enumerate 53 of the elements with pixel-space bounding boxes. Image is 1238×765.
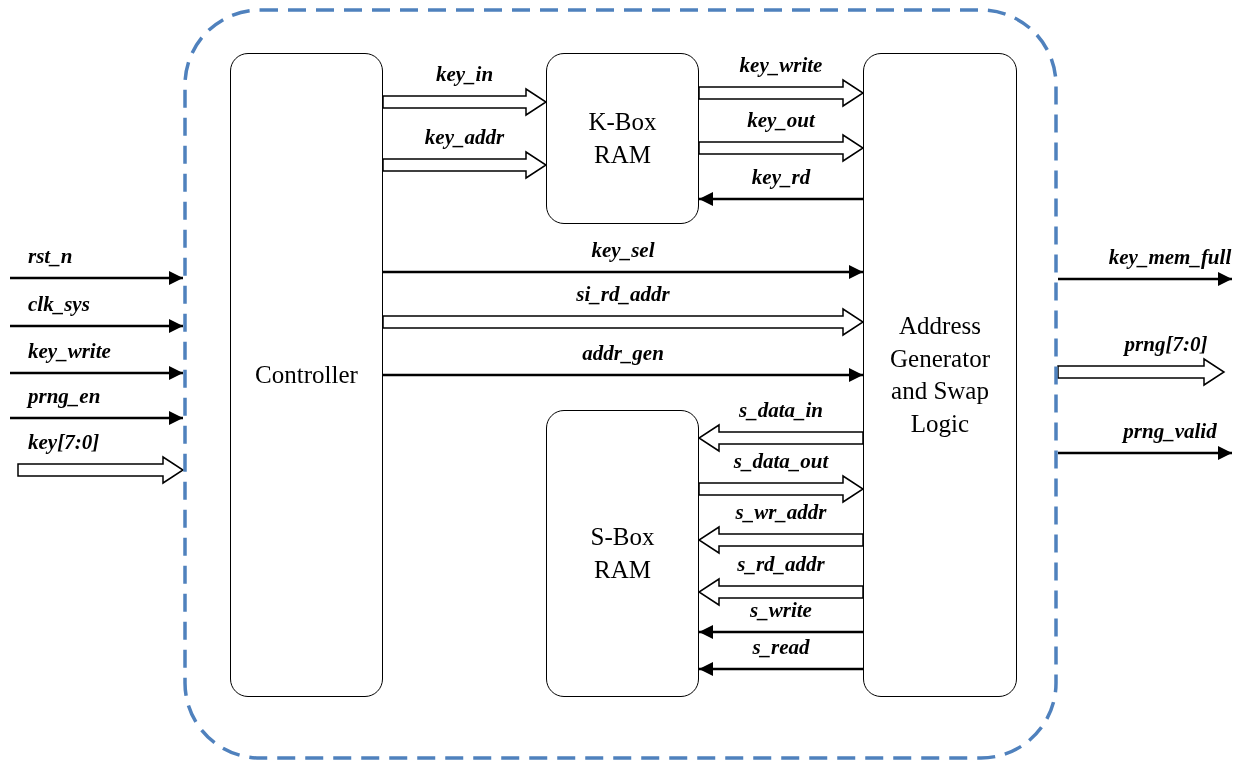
signal-label: s_write [750, 600, 812, 621]
arrow [10, 411, 183, 425]
block-label: K-Box RAM [587, 107, 658, 170]
arrow [383, 265, 863, 279]
bus-arrow [698, 133, 865, 163]
bus-arrow [1057, 357, 1226, 387]
arrow [10, 271, 183, 285]
arrow [699, 625, 863, 639]
arrow [1058, 272, 1232, 286]
signal-label: key_sel [591, 240, 655, 261]
bus-arrow [382, 150, 548, 180]
bus-arrow [697, 577, 864, 607]
bus-arrow [698, 474, 865, 504]
arrow [699, 192, 863, 206]
arrow [383, 368, 863, 382]
bus-arrow [698, 78, 865, 108]
signal-label: prng_valid [1123, 421, 1217, 442]
signal-label: clk_sys [28, 294, 90, 315]
signal-label: key_out [747, 110, 815, 131]
signal-label: prng_en [28, 386, 101, 407]
bus-arrow [697, 423, 864, 453]
signal-label: key[7:0] [28, 432, 100, 453]
signal-label: s_read [752, 637, 810, 658]
signal-label: key_write [739, 55, 823, 76]
signal-label: prng[7:0] [1124, 334, 1208, 355]
signal-label: key_in [435, 64, 494, 85]
signal-label: addr_gen [582, 343, 664, 364]
signal-label: key_rd [751, 167, 811, 188]
arrow [1058, 446, 1232, 460]
block-label: Controller [255, 359, 358, 390]
block-box [863, 53, 1017, 697]
signal-label: s_wr_addr [735, 502, 827, 523]
bus-arrow [382, 307, 865, 337]
signal-label: si_rd_addr [576, 284, 670, 305]
signal-label: rst_n [28, 246, 73, 267]
bus-arrow [697, 525, 864, 555]
bus-arrow [17, 455, 185, 485]
signal-label: key_mem_full [1108, 247, 1232, 268]
module-boundary [183, 8, 1058, 760]
arrow [699, 662, 863, 676]
bus-arrow [382, 87, 548, 117]
block-box [546, 53, 699, 224]
signal-label: s_data_in [739, 400, 823, 421]
signal-label: key_write [28, 341, 111, 362]
block-box [546, 410, 699, 697]
block-label: Address Generator and Swap Logic [889, 311, 991, 439]
arrow [10, 366, 183, 380]
signal-label: s_rd_addr [737, 554, 825, 575]
block-box [230, 53, 383, 697]
signal-label: key_addr [424, 127, 505, 148]
block-label: S-Box RAM [589, 522, 656, 585]
signal-label: s_data_out [733, 451, 829, 472]
arrow [10, 319, 183, 333]
